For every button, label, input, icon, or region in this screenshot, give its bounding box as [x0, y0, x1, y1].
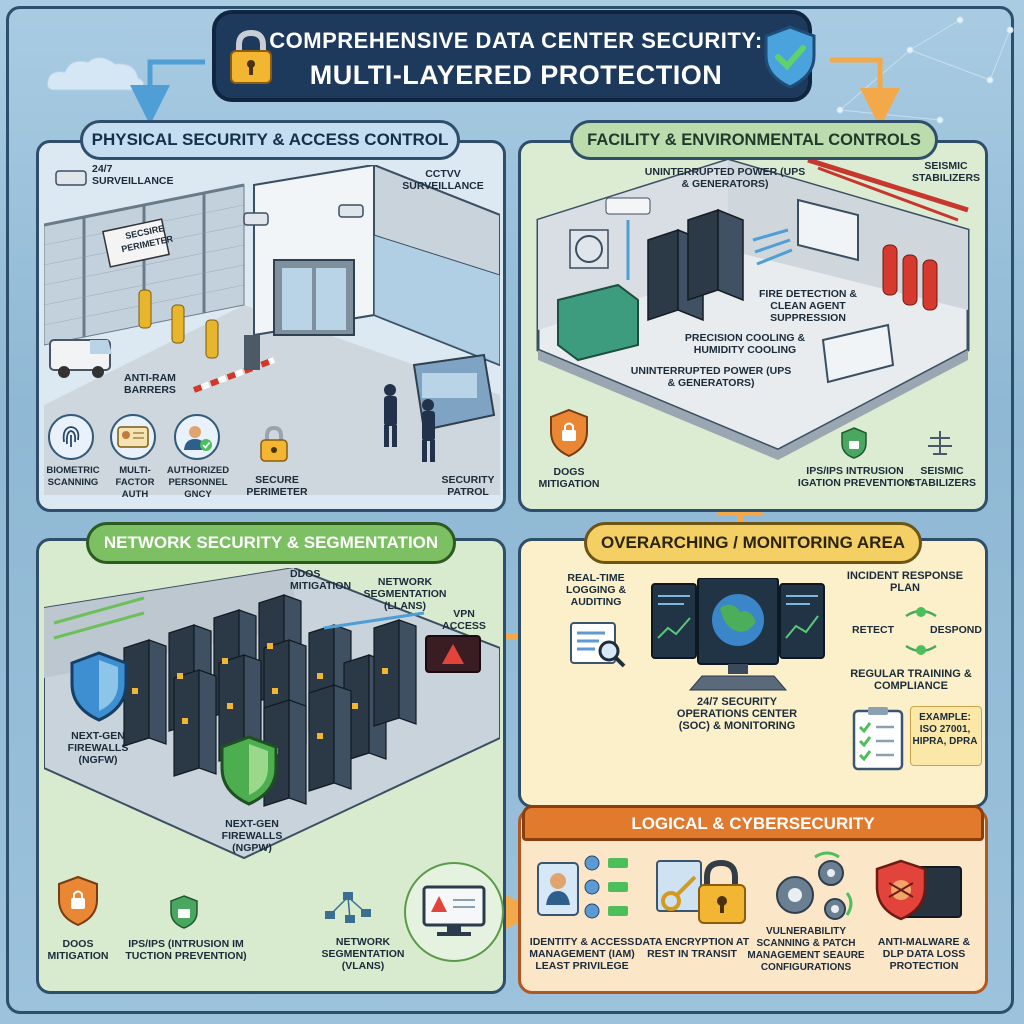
- ups-bottom-label: UNINTERRUPTED POWER (UPS & GENERATORS): [630, 365, 792, 389]
- iam-users-icon: [534, 852, 634, 924]
- logical-cybersecurity-title: LOGICAL & CYBERSECURITY: [522, 805, 984, 841]
- ups-top-label: UNINTERRUPTED POWER (UPS & GENERATORS): [644, 166, 806, 190]
- main-title-line2: MULTI-LAYERED PROTECTION: [309, 60, 723, 90]
- ddos-bottom-label: DOoS MITIGATION: [47, 938, 109, 962]
- ddos-top-label: DDoS MITIGATION: [290, 568, 352, 592]
- vulnerability-label: VULNERABILITY SCANNING & PATCH MANAGEMEN…: [747, 926, 865, 973]
- firewall-shield-blue-icon: [66, 648, 132, 724]
- ngfw-left-label: NEXT-GEN FIREWALLS (NGFW): [67, 730, 129, 766]
- id-card-icon: [110, 414, 156, 460]
- compliance-example-label: EXAMPLE: ISO 27001, HIPRA, DPRA: [912, 712, 978, 747]
- server-racks-illustration: [44, 568, 500, 860]
- secure-facility-illustration: [44, 165, 500, 495]
- surveillance-label: 24/7 SURVEILLANCE: [92, 163, 174, 187]
- security-patrol-label: SECURITY PATROL: [441, 474, 495, 498]
- cloud-icon: [46, 57, 144, 91]
- shield-check-icon: [760, 22, 820, 92]
- secure-perimeter-label: SECURE PERIMETER: [246, 474, 308, 498]
- anti-malware-label: ANTI-MALWARE & DLP DATA LOSS PROTECTION: [877, 936, 971, 972]
- secure-perimeter-padlock-icon: [254, 422, 294, 466]
- ips-network-shield-icon: [164, 892, 204, 932]
- network-topology-icon: [318, 886, 378, 926]
- authorized-user-icon: [174, 414, 220, 460]
- ips-facility-label: IPS/IPS INTRUSION IGATION PREVENTION: [797, 465, 913, 489]
- ddos-mitigation-shield-icon: [52, 872, 104, 930]
- data-room-illustration: [536, 160, 970, 460]
- encryption-lock-icon: [654, 852, 750, 928]
- despond-label: DESPOND: [930, 624, 982, 636]
- patch-management-gears-icon: [764, 848, 858, 928]
- padlock-icon: [222, 28, 280, 86]
- seismic-bottom-label: SEISMIC STABILIZERS: [907, 465, 977, 489]
- logging-label: REAL-TIME LOGGING & AUDITING: [565, 572, 627, 608]
- facility-controls-title: FACILITY & ENVIRONMENTAL CONTROLS: [570, 120, 938, 160]
- network-decoration-icon: [836, 16, 1014, 124]
- fingerprint-icon: [48, 414, 94, 460]
- incident-cycle-icon: [905, 607, 937, 655]
- physical-security-title: PHYSICAL SECURITY & ACCESS CONTROL: [80, 120, 460, 160]
- ips-shield-icon: [836, 424, 872, 462]
- alert-workstation-icon: [404, 862, 504, 962]
- retect-label: RETECT: [852, 624, 894, 636]
- anti-ram-barriers-label: ANTI-RAM BARRERS: [124, 372, 176, 396]
- compliance-checklist-icon: [848, 704, 908, 772]
- ips-bottom-label: IPS/IPS (INTRUSION IM TUCTION PREVENTION…: [125, 938, 247, 962]
- mfa-label: MULTI-FACTOR AUTH: [115, 465, 155, 500]
- seismic-icon: [922, 424, 958, 462]
- main-title-line1: COMPREHENSIVE DATA CENTER SECURITY:: [269, 28, 763, 53]
- outer-frame: [6, 6, 1014, 1014]
- fire-detection-label: FIRE DETECTION & CLEAN AGENT SUPPRESSION: [758, 288, 857, 324]
- incident-response-label: INCIDENT RESPONSE PLAN: [846, 570, 964, 594]
- segmentation-top-label: NETWORK SEGMENTATION (LLANS): [363, 576, 447, 612]
- firewall-shield-green-icon: [216, 732, 282, 808]
- network-security-title: NETWORK SECURITY & SEGMENTATION: [86, 522, 456, 564]
- ngfw-center-label: NEXT-GEN FIREWALLS (NGPW): [221, 818, 283, 854]
- iam-label: IDENTITY & ACCESS MANAGEMENT (IAM) LEAST…: [529, 936, 635, 972]
- log-search-icon: [566, 618, 630, 670]
- segmentation-bottom-label: NETWORK SEGMENTATION (VLANs): [321, 936, 405, 972]
- example-note: [910, 706, 982, 766]
- ddos-mitigation-facility-label: DOGS MITIGATION: [538, 466, 600, 490]
- soc-monitor-wall-icon: [650, 578, 826, 692]
- precision-cooling-label: PRECISION COOLING & HUMIDITY COOLING: [684, 332, 806, 356]
- vpn-access-label: VPN ACCESS: [442, 608, 486, 632]
- ddos-shield-icon: [544, 405, 594, 460]
- soc-label: 24/7 SECURITY OPERATIONS CENTER (SOC) & …: [676, 696, 798, 732]
- anti-malware-shield-icon: [870, 852, 966, 928]
- authorized-personnel-label: AUTHORIZED PERSONNEL GNCY: [166, 465, 230, 500]
- cctv-label: CCTVV SURVEILLANCE: [402, 168, 484, 192]
- training-label: REGULAR TRAINING & COMPLIANCE: [850, 668, 972, 692]
- main-title-banner: COMPREHENSIVE DATA CENTER SECURITY: MULT…: [212, 10, 812, 102]
- monitoring-title: OVERARCHING / MONITORING AREA: [584, 522, 922, 564]
- seismic-top-label: SEISMIC STABILIZERS: [911, 160, 981, 184]
- encryption-label: DATA ENCRYPTION AT REST IN TRANSIT: [634, 936, 750, 960]
- biometric-scanning-label: BIOMETRIC SCANNING: [46, 465, 100, 488]
